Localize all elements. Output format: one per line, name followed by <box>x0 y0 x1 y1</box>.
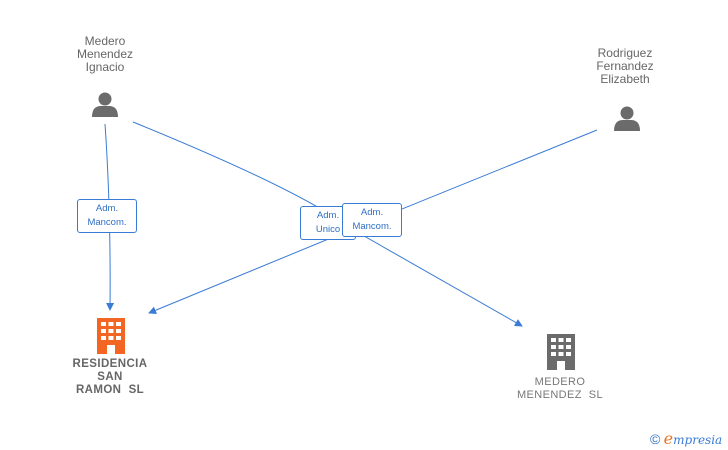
copyright-icon: © <box>650 431 661 447</box>
empresia-watermark: © empresia <box>650 429 722 448</box>
person-label-medero-menendez-ignacio[interactable]: Medero Menendez Ignacio <box>76 34 134 74</box>
company-label-residencia-san-ramon-sl[interactable]: RESIDENCIA SAN RAMON SL <box>72 358 148 396</box>
person-icon <box>92 92 118 117</box>
empresia-logo-text: mpresia <box>673 433 723 447</box>
building-icon <box>97 318 125 354</box>
person-icon <box>614 106 640 131</box>
person-label-rodriguez-fernandez-elizabeth[interactable]: Rodriguez Fernandez Elizabeth <box>596 46 654 86</box>
relation-label-adm-mancom-rodriguez[interactable]: Adm. Mancom. <box>342 203 402 237</box>
empresia-logo-e: e <box>663 429 674 448</box>
company-label-medero-menendez-sl[interactable]: MEDERO MENENDEZ SL <box>516 376 604 401</box>
relation-label-adm-mancom-residencia[interactable]: Adm. Mancom. <box>77 199 137 233</box>
building-icon <box>547 334 575 370</box>
